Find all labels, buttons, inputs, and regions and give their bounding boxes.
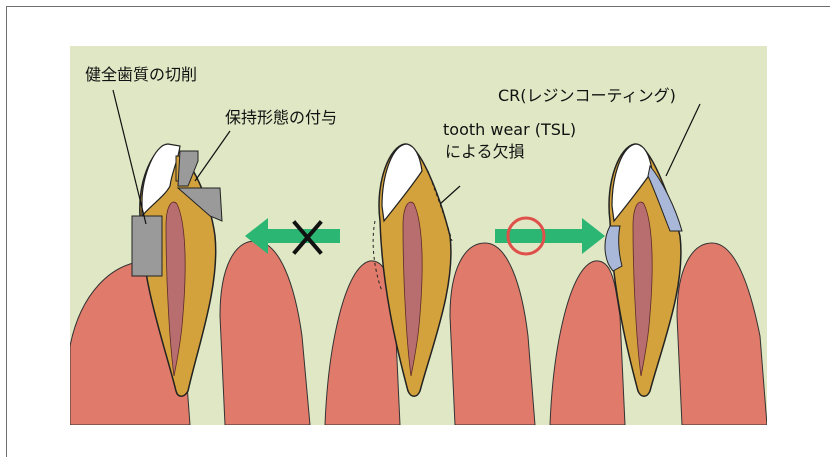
diagram-panel: 健全歯質の切削 保持形態の付与 CR(レジンコーティング) tooth wear… xyxy=(70,46,767,425)
label-enamel-cut: 健全歯質の切削 xyxy=(85,66,197,84)
label-cr-coating: CR(レジンコーティング) xyxy=(498,87,676,105)
label-tsl-line1: tooth wear (TSL) xyxy=(443,121,576,139)
label-retention: 保持形態の付与 xyxy=(225,109,337,127)
label-tsl-line2: による欠損 xyxy=(445,143,525,161)
